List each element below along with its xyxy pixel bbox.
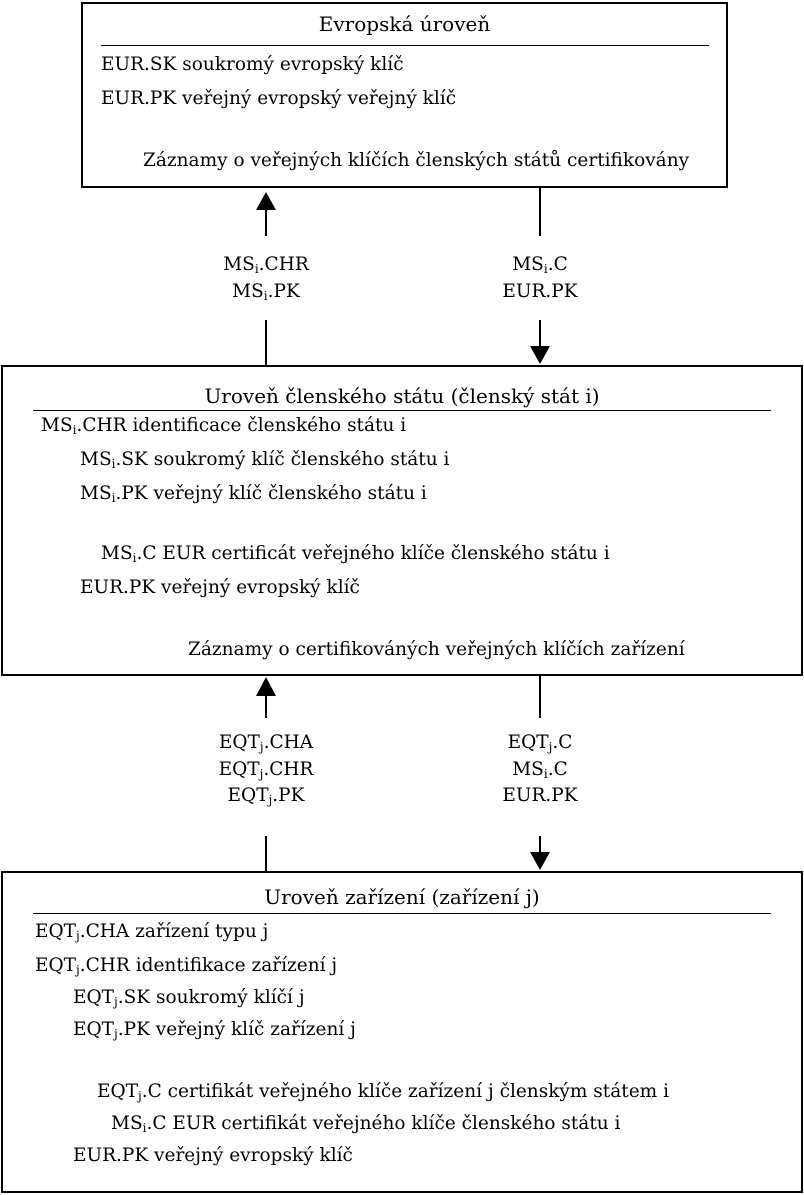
member-state-level-title-rule (33, 410, 771, 411)
flow-label-line: EQTj.CHR (218, 758, 314, 781)
flow-label-line: EQTj.CHA (218, 732, 314, 754)
eq-line-ms-cert: MSi.C EUR certifikát veřejného klíče čle… (111, 1113, 621, 1135)
european-level-title: Evropská úroveň (318, 12, 491, 36)
flow-eq-to-ms-label: EQTj.CHA EQTj.CHR EQTj.PK (218, 732, 314, 807)
arrowhead-up-ms (256, 677, 276, 696)
flow-label-line: EQTj.PK (227, 785, 305, 807)
member-state-level-box: Uroveň členského státu (členský stát i) … (1, 365, 803, 676)
member-state-level-title: Uroveň členského státu (členský stát i) (204, 384, 600, 408)
equipment-level-box: Uroveň zařízení (zařízení j) EQTj.CHA za… (1, 871, 803, 1193)
flow-label-line: EUR.PK (502, 785, 578, 806)
ms-line-records: Záznamy o certifikováných veřejných klíč… (188, 639, 685, 660)
european-level-box: Evropská úroveň EUR.SK soukromý evropský… (81, 2, 728, 188)
arrowhead-down-eq (530, 852, 550, 870)
eu-line-eur-sk: EUR.SK soukromý evropský klíč (101, 54, 404, 75)
flow-eu-to-ms-label: MSi.C EUR.PK (502, 254, 578, 302)
flow-ms-to-eq-label: EQTj.C MSi.C EUR.PK (502, 732, 578, 806)
eq-line-sk: EQTj.SK soukromý klíčí j (73, 987, 305, 1009)
arrowhead-up-eu (256, 192, 276, 210)
equipment-level-title: Uroveň zařízení (zařízení j) (264, 885, 540, 909)
eu-line-eur-pk: EUR.PK veřejný evropský veřejný klíč (101, 88, 457, 109)
eq-line-cha: EQTj.CHA zařízení typu j (35, 921, 269, 943)
flow-label-line: MSi.C (512, 758, 568, 781)
eq-line-pk: EQTj.PK veřejný klíč zařízení j (73, 1019, 356, 1041)
eq-line-chr: EQTj.CHR identifikace zařízení j (35, 955, 338, 977)
flow-label-line: EUR.PK (502, 280, 578, 302)
flow-label-line: MSi.C (512, 254, 568, 276)
ms-line-cert: MSi.C EUR certificát veřejného klíče čle… (101, 543, 610, 565)
eq-line-eur-pk: EUR.PK veřejný evropský klíč (73, 1145, 353, 1166)
ms-line-sk: MSi.SK soukromý klíč členského státu i (80, 449, 450, 471)
ms-line-pk: MSi.PK veřejný klíč členského státu i (80, 483, 427, 505)
arrowhead-down-ms (530, 346, 550, 364)
european-level-title-rule (101, 45, 709, 46)
flow-label-line: MSi.PK (232, 280, 300, 303)
flow-label-line: EQTj.C (507, 732, 573, 754)
ms-line-eur-pk: EUR.PK veřejný evropský klíč (80, 577, 360, 598)
eu-line-records: Záznamy o veřejných klíčích členských st… (143, 150, 690, 171)
eq-line-cert: EQTj.C certifikát veřejného klíče zaříze… (97, 1081, 669, 1103)
flow-label-line: MSi.CHR (223, 254, 309, 276)
equipment-level-title-rule (33, 913, 771, 914)
ms-line-chr: MSi.CHR identificace členského státu i (41, 415, 407, 437)
flow-ms-to-eu-label: MSi.CHR MSi.PK (223, 254, 309, 303)
